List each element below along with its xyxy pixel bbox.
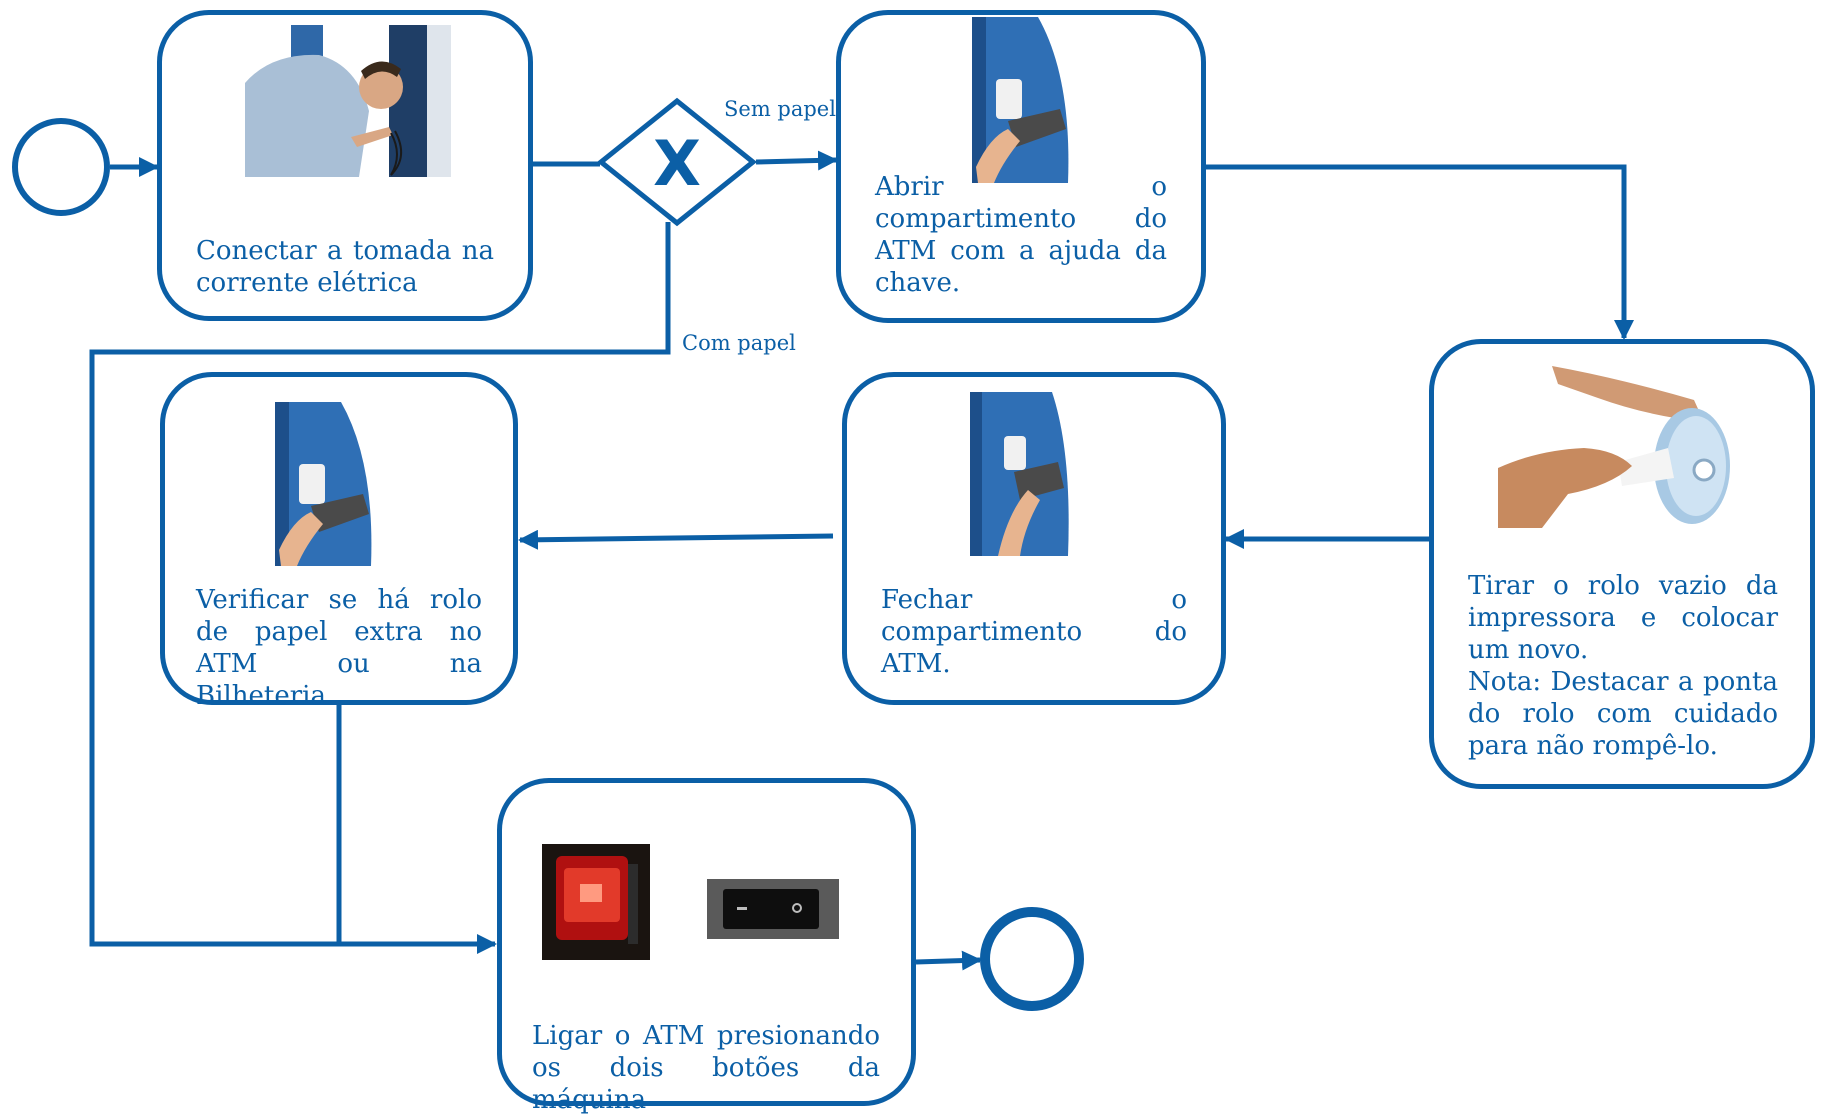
atm-compartment-closing-photo: [970, 392, 1069, 556]
task-replace-roll: [1429, 339, 1815, 789]
flow-close-to-check: [518, 529, 834, 550]
flow-gateway-with-paper: [89, 222, 671, 954]
label-com-papel: Com papel: [682, 331, 796, 355]
exclusive-gateway: X: [597, 97, 757, 227]
task-replace-roll-text: Tirar o rolo vazio da impressora e coloc…: [1468, 571, 1778, 665]
flow-open-to-replace: [1206, 164, 1634, 340]
gateway-x-symbol: X: [653, 127, 701, 200]
task-connect-power-text: Conectar a tomada na corrente elétrica: [196, 236, 494, 298]
task-close-compartment-text: Fechar o compartimento do ATM.: [881, 585, 1187, 679]
task-open-compartment-text: Abrir o compartimento do ATM com a ajuda…: [875, 172, 1167, 298]
red-power-switch-photo: [542, 844, 650, 960]
task-check-extra-roll-text: Verificar se há rolo de papel extra no A…: [196, 585, 482, 711]
label-sem-papel: Sem papel: [724, 97, 836, 121]
flow-gateway-to-open: [755, 150, 838, 171]
hands-paper-roll-photo: [1498, 366, 1730, 528]
start-event: [12, 118, 110, 216]
flow-power-to-end: [915, 950, 982, 971]
atm-compartment-paper-roll-photo: [972, 17, 1069, 183]
end-event: [980, 907, 1084, 1011]
black-rocker-switch-photo: [707, 879, 839, 939]
atm-compartment-paper-roll-photo-2: [275, 402, 372, 566]
man-plugging-cable-photo: [241, 25, 451, 177]
task-power-on-text: Ligar o ATM presionando os dois botões d…: [532, 1021, 880, 1115]
task-replace-roll-note: Nota: Destacar a ponta do rolo com cuida…: [1468, 667, 1778, 761]
